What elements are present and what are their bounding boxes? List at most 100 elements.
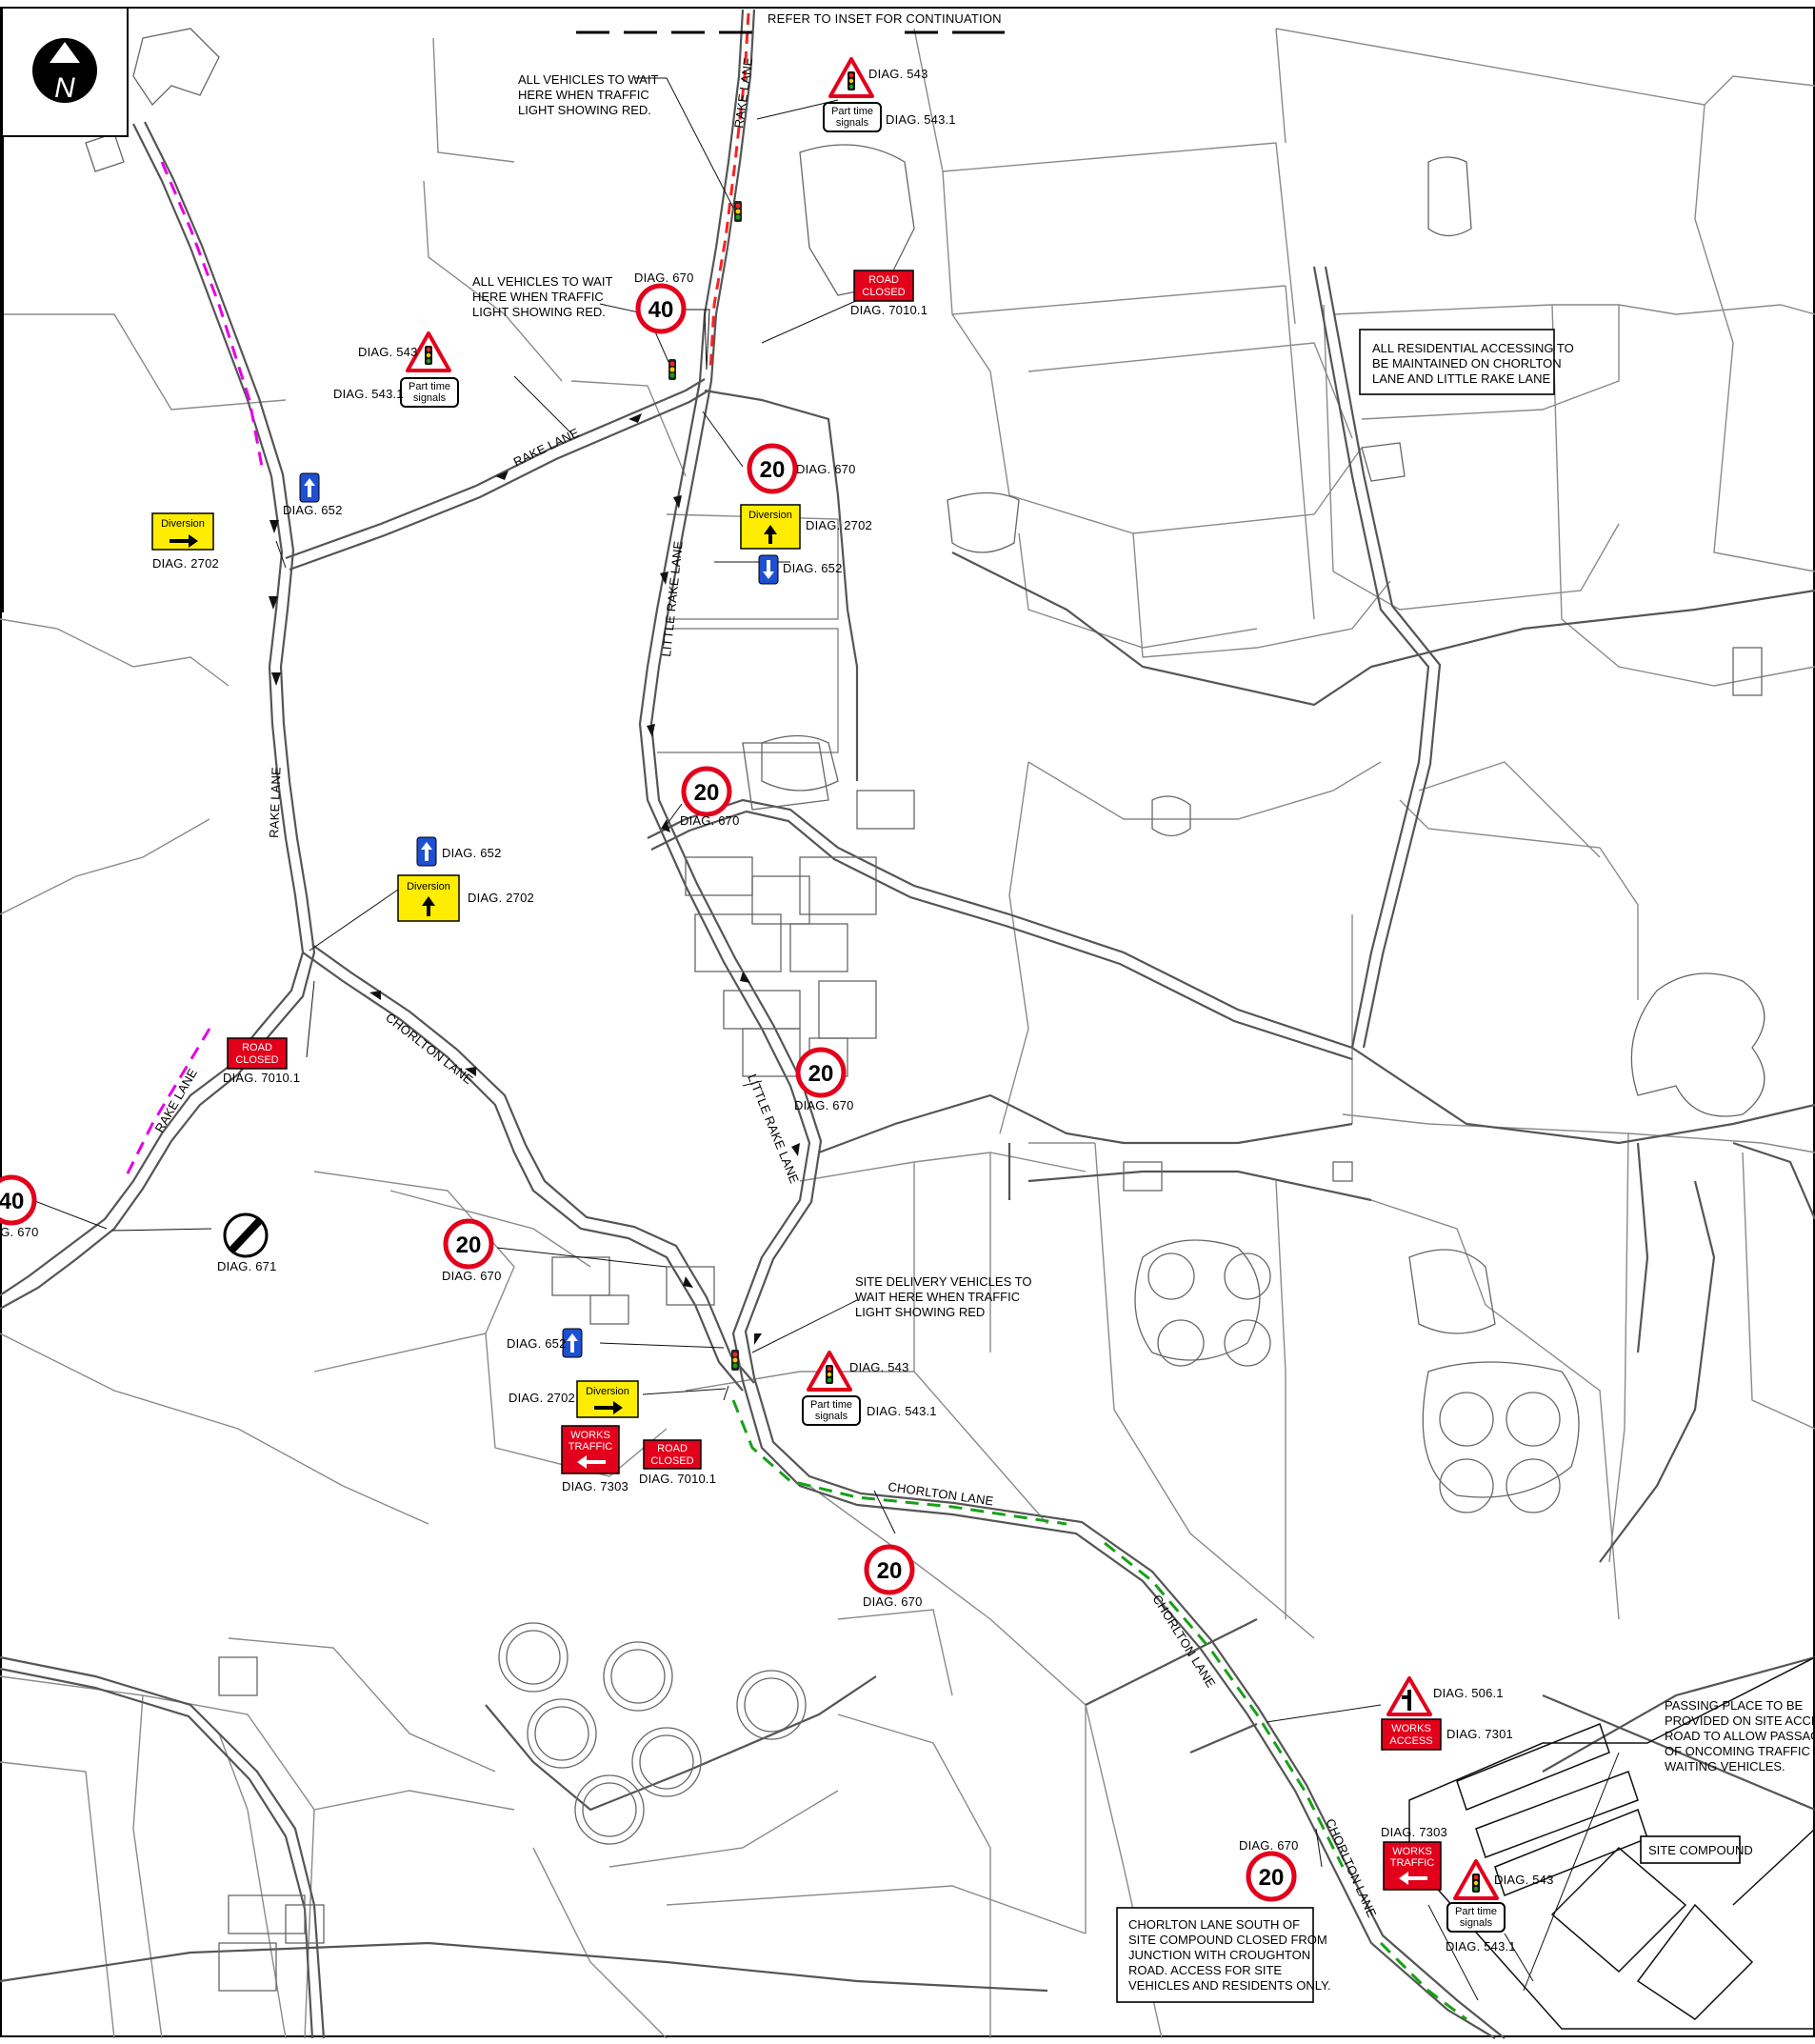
note-site-delivery-line3: LIGHT SHOWING RED xyxy=(855,1305,985,1319)
works-traffic-ch-line1: WORKS xyxy=(570,1430,610,1441)
note-closure-box: CHORLTON LANE SOUTH OF SITE COMPOUND CLO… xyxy=(1116,1907,1331,2003)
note-passing-place: PASSING PLACE TO BE PROVIDED ON SITE ACC… xyxy=(1665,1698,1815,1773)
diag-label-2702-left: DIAG. 2702 xyxy=(152,556,219,571)
diag-label-5431-left: DIAG. 543.1 xyxy=(333,387,404,401)
note-passing-place-line1: PASSING PLACE TO BE xyxy=(1665,1698,1804,1713)
diag-label-7301: DIAG. 7301 xyxy=(1446,1727,1513,1741)
road-label-little-rake-lane-north: LITTLE RAKE LANE xyxy=(659,540,686,657)
speed-limit-20-r1: 20 xyxy=(760,457,786,483)
road-closed-ch-line1: ROAD xyxy=(657,1443,688,1454)
inset-note: REFER TO INSET FOR CONTINUATION xyxy=(576,11,1005,34)
diag-label-670-s: DIAG. 670 xyxy=(1239,1838,1299,1853)
diag-label-652-mid: DIAG. 652 xyxy=(442,846,502,860)
road-label-chorlton-lane-north: CHORLTON LANE xyxy=(383,1011,476,1088)
road-closed-left-line1: ROAD xyxy=(242,1042,272,1053)
diversion-sign-mid: Diversion xyxy=(397,874,460,922)
diag-label-670-edge: DIAG. 670 xyxy=(0,1225,39,1239)
diag-label-7303-ch: DIAG. 7303 xyxy=(562,1479,628,1493)
road-closed-top-line2: CLOSED xyxy=(862,287,905,298)
works-traffic-s-line1: WORKS xyxy=(1392,1846,1432,1857)
blue-arrow-up-mid xyxy=(416,836,437,867)
diag-label-670-r1: DIAG. 670 xyxy=(796,462,856,476)
speed-limit-40-top: 40 xyxy=(648,297,674,323)
national-speed-limit-sign xyxy=(223,1212,269,1258)
note-passing-place-line5: WAITING VEHICLES. xyxy=(1665,1759,1785,1773)
diag-label-652-r1: DIAG. 652 xyxy=(783,561,843,575)
note-wait-rake-line3: LIGHT SHOWING RED. xyxy=(472,305,606,319)
route-magenta xyxy=(122,161,264,1182)
diag-label-7303-s: DIAG. 7303 xyxy=(1381,1825,1447,1839)
part-time-signals-sign-left: Part time signals xyxy=(400,377,459,408)
leader-lines xyxy=(31,77,1620,2001)
site-compound-label: SITE COMPOUND xyxy=(1640,1835,1753,1864)
traffic-signal-rake-lane xyxy=(668,359,676,380)
diversion-sign-ch: Diversion xyxy=(576,1380,639,1418)
diag-label-2702-r1: DIAG. 2702 xyxy=(806,518,872,532)
diag-label-5431-s: DIAG. 543.1 xyxy=(1446,1939,1516,1954)
note-site-delivery-line1: SITE DELIVERY VEHICLES TO xyxy=(855,1274,1031,1289)
part-time-s-line2: signals xyxy=(1460,1917,1493,1929)
note-residential-line2: BE MAINTAINED ON CHORLTON xyxy=(1372,356,1562,371)
part-time-ch-line1: Part time xyxy=(810,1399,852,1411)
speed-limit-20-lrl: 20 xyxy=(694,780,720,806)
diag-label-543-left: DIAG. 543 xyxy=(358,345,418,359)
diag-label-670-cl: DIAG. 670 xyxy=(863,1594,923,1609)
road-closed-top-line1: ROAD xyxy=(868,274,899,286)
note-closure-line3: JUNCTION WITH CROUGHTON xyxy=(1128,1948,1310,1962)
note-site-delivery-line2: WAIT HERE WHEN TRAFFIC xyxy=(855,1290,1020,1304)
road-label-little-rake-lane-south: LITTLE RAKE LANE xyxy=(745,1072,802,1186)
diversion-r1-text: Diversion xyxy=(748,510,792,521)
diag-label-670-top: DIAG. 670 xyxy=(634,271,694,285)
diag-label-670-lrl: DIAG. 670 xyxy=(794,1098,854,1112)
road-closed-ch-line2: CLOSED xyxy=(650,1455,693,1467)
diversion-sign-r1: Diversion xyxy=(740,504,801,550)
route-red xyxy=(708,12,750,372)
note-wait-rake-line1: ALL VEHICLES TO WAIT xyxy=(472,274,612,289)
note-passing-place-line2: PROVIDED ON SITE ACCESS xyxy=(1665,1713,1815,1728)
diversion-mid-text: Diversion xyxy=(407,881,450,892)
route-green xyxy=(731,1399,1467,2021)
works-access-line1: WORKS xyxy=(1391,1723,1431,1734)
diag-label-670-ch: DIAG. 670 xyxy=(442,1269,502,1283)
note-closure-line4: ROAD. ACCESS FOR SITE xyxy=(1128,1963,1282,1977)
road-label-rake-lane-north: RAKE LANE xyxy=(731,56,755,129)
inset-note-text: REFER TO INSET FOR CONTINUATION xyxy=(768,11,1002,26)
diag-label-543-ch: DIAG. 543 xyxy=(849,1360,909,1374)
road-label-rake-lane-west: RAKE LANE xyxy=(267,767,284,838)
note-wait-rake-lane: ALL VEHICLES TO WAIT HERE WHEN TRAFFIC L… xyxy=(472,274,612,319)
part-time-s-line1: Part time xyxy=(1455,1906,1497,1917)
diag-label-5431-ch: DIAG. 543.1 xyxy=(867,1404,937,1418)
warning-signals-sign-s xyxy=(1453,1859,1499,1900)
diag-label-5061: DIAG. 506.1 xyxy=(1433,1686,1504,1700)
warning-signals-sign-top xyxy=(828,57,874,98)
site-compound-text: SITE COMPOUND xyxy=(1648,1843,1753,1857)
road-closed-sign-left: ROAD CLOSED xyxy=(227,1037,288,1070)
part-time-signals-sign-ch: Part time signals xyxy=(802,1395,861,1426)
diag-label-670-mid: DIAG. 670 xyxy=(680,813,740,828)
works-access-line2: ACCESS xyxy=(1389,1735,1432,1747)
diag-label-543-s: DIAG. 543 xyxy=(1494,1873,1554,1887)
works-access-sign: WORKS ACCESS xyxy=(1381,1718,1442,1751)
note-passing-place-line3: ROAD TO ALLOW PASSAGE xyxy=(1665,1729,1815,1743)
diversion-ch-text: Diversion xyxy=(586,1386,629,1397)
diag-label-7010-top: DIAG. 7010.1 xyxy=(850,303,927,317)
note-residential-line3: LANE AND LITTLE RAKE LANE xyxy=(1372,371,1550,386)
part-time-left-line1: Part time xyxy=(409,381,450,392)
speed-limit-40-edge: 40 xyxy=(0,1189,24,1214)
road-label-chorlton-lane-east: CHORLTON LANE xyxy=(1149,1593,1218,1691)
speed-limit-20-s: 20 xyxy=(1259,1865,1285,1891)
diversion-sign-left: Diversion xyxy=(151,512,214,551)
blue-arrow-down-r1 xyxy=(758,554,779,585)
traffic-signal-chorlton xyxy=(731,1350,739,1371)
speed-limit-20-cl: 20 xyxy=(877,1558,903,1584)
note-residential-line1: ALL RESIDENTIAL ACCESSING TO xyxy=(1372,341,1574,355)
diag-label-2702-ch: DIAG. 2702 xyxy=(509,1391,575,1405)
road-label-chorlton-lane-mid: CHORLTON LANE xyxy=(888,1479,995,1508)
part-time-line1: Part time xyxy=(831,106,873,117)
north-arrow-letter: N xyxy=(54,72,75,104)
diag-label-7010-ch: DIAG. 7010.1 xyxy=(639,1472,716,1486)
part-time-left-line2: signals xyxy=(413,392,447,404)
traffic-signal-north xyxy=(734,201,742,222)
note-wait-north-line2: HERE WHEN TRAFFIC xyxy=(518,88,649,102)
